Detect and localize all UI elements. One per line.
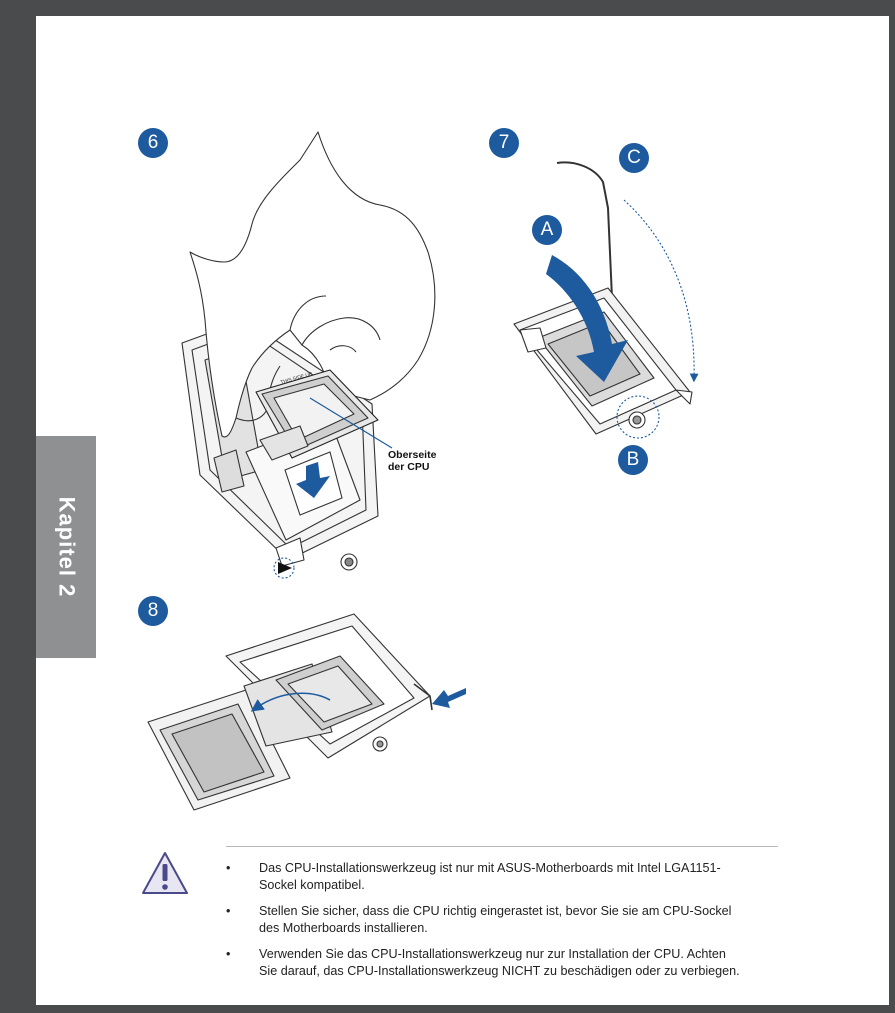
warning-triangle-icon: [142, 852, 188, 894]
step8-illustration: [147, 613, 466, 811]
step6-hand: [189, 131, 436, 438]
step7-illustration: [513, 161, 699, 439]
step7-label-b: B: [618, 445, 648, 475]
note-line: Sie darauf, das CPU-Installationswerkzeu…: [259, 963, 740, 978]
down-arrow-icon: [296, 462, 330, 498]
note-line: des Motherboards installieren.: [259, 920, 428, 935]
manual-page: [36, 16, 889, 1005]
press-down-arrow-icon: [546, 255, 628, 382]
note-line: Verwenden Sie das CPU-Installationswerkz…: [259, 947, 726, 961]
step-6-badge: 6: [138, 128, 168, 158]
bullet: •: [226, 904, 231, 918]
warning-note: • Stellen Sie sicher, dass die CPU richt…: [226, 903, 786, 936]
warning-divider: [226, 846, 778, 847]
curved-arrow-icon: [250, 692, 331, 712]
warning-notes: • Das CPU-Installationswerkzeug ist nur …: [226, 860, 786, 989]
callout-line-1: Oberseite: [388, 449, 437, 461]
note-line: Das CPU-Installationswerkzeug ist nur mi…: [259, 861, 721, 875]
note-line: Sockel kompatibel.: [259, 877, 365, 892]
step6-illustration: [181, 131, 436, 579]
bullet: •: [226, 947, 231, 961]
callout-line: [309, 397, 393, 449]
step-8-badge: 8: [138, 596, 168, 626]
warning-note: • Verwenden Sie das CPU-Installationswer…: [226, 946, 786, 979]
screw-icon: [340, 553, 358, 571]
step7-label-a: A: [532, 215, 562, 245]
orientation-marker-icon: [273, 557, 295, 579]
chapter-tab: [36, 436, 96, 658]
note-line: Stellen Sie sicher, dass die CPU richtig…: [259, 904, 732, 918]
push-arrow-icon: [432, 688, 466, 708]
lever-arc-arrow-icon: [623, 199, 699, 383]
callout-line-2: der CPU: [388, 461, 430, 473]
warning-note: • Das CPU-Installationswerkzeug ist nur …: [226, 860, 786, 893]
step6-cpu: [255, 369, 379, 461]
bullet: •: [226, 861, 231, 875]
cpu-top-side-callout: Oberseite der CPU: [388, 449, 458, 473]
step-7-badge: 7: [489, 128, 519, 158]
step7-label-c: C: [619, 143, 649, 173]
